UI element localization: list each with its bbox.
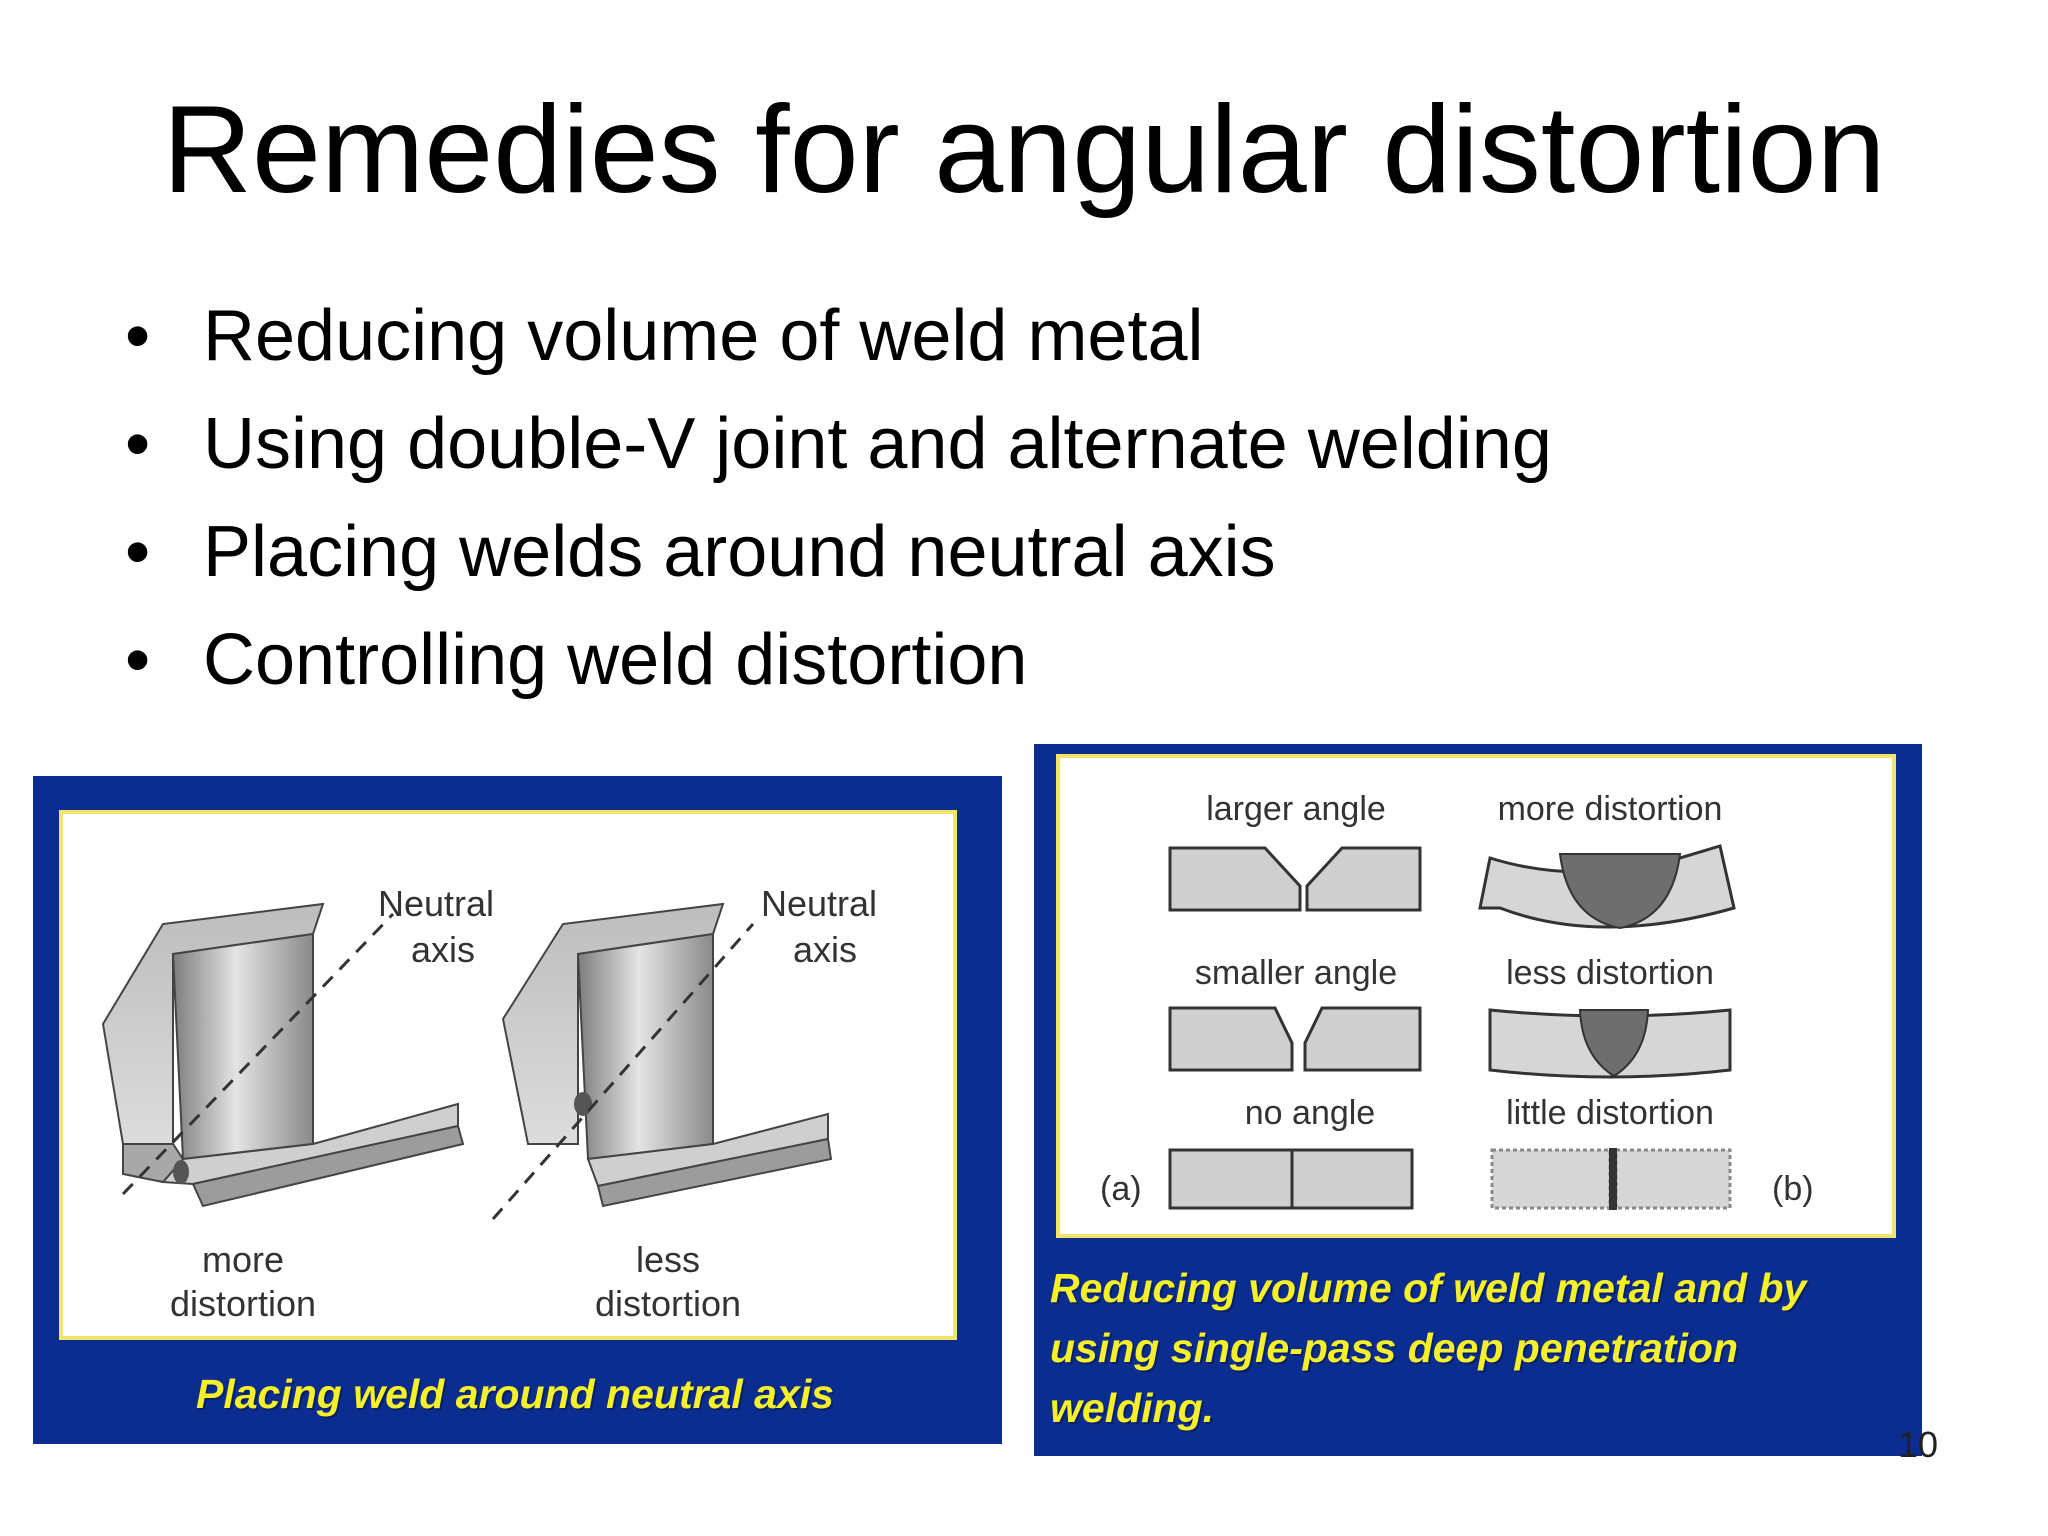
result-label-right-1: less (636, 1239, 700, 1280)
bullet-dot: • (125, 296, 151, 376)
figure-weld-volume-caption: Reducing volume of weld metal and by usi… (1050, 1265, 1807, 1431)
label-less-distortion: less distortion (1506, 954, 1714, 992)
bullet-dot: • (125, 620, 151, 700)
figure-neutral-axis-frame: Neutral axis Neutral axis more distortio… (59, 810, 957, 1340)
joint-larger-angle (1168, 846, 1422, 912)
bullet-text: Placing welds around neutral axis (203, 512, 1276, 592)
bullet-item: • Placing welds around neutral axis (125, 498, 1552, 606)
label-no-angle: no angle (1245, 1094, 1375, 1132)
neutral-axis-label-1b: axis (411, 929, 475, 970)
label-part-b: (b) (1772, 1170, 1814, 1208)
neutral-axis-label-2b: axis (793, 929, 857, 970)
z-section-less-distortion (491, 902, 833, 1220)
label-part-a: (a) (1100, 1170, 1142, 1208)
label-little-distortion: little distortion (1506, 1094, 1714, 1132)
weld-less-distortion (1488, 1008, 1732, 1079)
neutral-axis-diagram: Neutral axis Neutral axis more distortio… (101, 883, 877, 1324)
figure-weld-volume-panel: larger angle more distortion smaller ang… (1034, 744, 1922, 1456)
bullet-item: • Controlling weld distortion (125, 606, 1552, 714)
neutral-axis-label-2a: Neutral (761, 883, 877, 924)
bullet-item: • Reducing volume of weld metal (125, 282, 1552, 390)
result-label-left-1: more (202, 1239, 284, 1280)
weld-volume-diagram: larger angle more distortion smaller ang… (1100, 790, 1814, 1210)
joint-no-angle (1168, 1148, 1414, 1210)
joint-smaller-angle (1168, 1006, 1422, 1072)
weld-more-distortion (1478, 844, 1736, 930)
bullet-dot: • (125, 512, 151, 592)
bullet-text: Controlling weld distortion (203, 620, 1028, 700)
label-more-distortion: more distortion (1498, 790, 1723, 828)
z-section-more-distortion (101, 902, 465, 1208)
figure-neutral-axis-caption: Placing weld around neutral axis (196, 1371, 834, 1417)
weld-little-distortion (1490, 1148, 1732, 1210)
bullet-text: Reducing volume of weld metal (203, 296, 1204, 376)
bullet-item: • Using double-V joint and alternate weld… (125, 390, 1552, 498)
label-smaller-angle: smaller angle (1195, 954, 1397, 992)
figure-weld-volume-frame: larger angle more distortion smaller ang… (1056, 754, 1896, 1238)
result-label-left-2: distortion (170, 1283, 316, 1324)
slide-title: Remedies for angular distortion (162, 81, 1886, 219)
neutral-axis-label-1a: Neutral (378, 883, 494, 924)
bullet-list: • Reducing volume of weld metal • Using do… (125, 282, 1552, 714)
bullet-text: Using double-V joint and alternate weldi… (203, 404, 1552, 484)
page-number: 10 (1898, 1424, 1939, 1465)
label-larger-angle: larger angle (1206, 790, 1386, 828)
result-label-right-2: distortion (595, 1283, 741, 1324)
figure-neutral-axis-panel: Neutral axis Neutral axis more distortio… (33, 776, 1002, 1444)
bullet-dot: • (125, 404, 151, 484)
